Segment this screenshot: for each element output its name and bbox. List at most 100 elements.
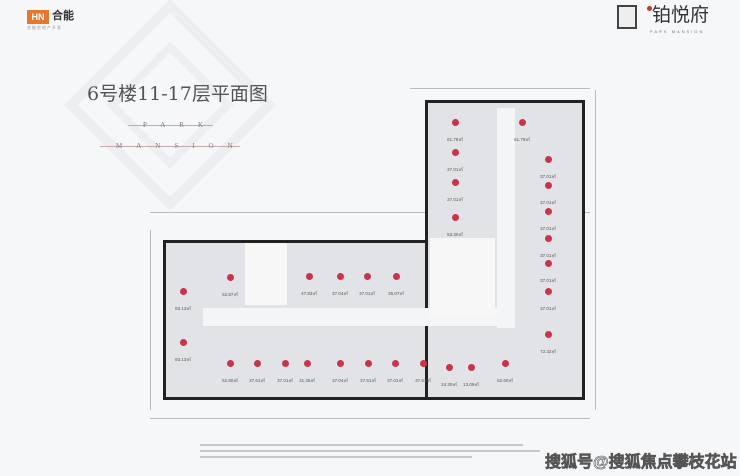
unit-marker-icon	[419, 360, 427, 367]
unit-label: 37.01㎡	[275, 360, 295, 387]
logo-subtitle: 合能房地产开发	[27, 25, 62, 30]
unit-label: 24.30㎡	[439, 364, 459, 391]
unit-area: 37.01㎡	[447, 197, 463, 202]
unit-area: 37.61㎡	[360, 378, 376, 383]
logo-text: 合能	[52, 10, 74, 22]
unit-marker-icon	[467, 364, 475, 371]
unit-area: 37.01㎡	[540, 253, 556, 258]
park-text: PARK	[143, 121, 218, 129]
unit-marker-icon	[392, 273, 400, 280]
unit-label: 52.80㎡	[220, 360, 240, 387]
unit-area: 37.01㎡	[540, 226, 556, 231]
unit-area: 61.78㎡	[514, 137, 530, 142]
unit-label: 37.01㎡	[445, 149, 465, 176]
unit-label: 37.01㎡	[538, 288, 558, 315]
unit-marker-icon	[363, 273, 371, 280]
unit-area: 52.80㎡	[222, 378, 238, 383]
dimension-line	[150, 230, 151, 410]
unit-marker-icon	[451, 149, 459, 156]
unit-label: 37.04㎡	[330, 273, 350, 300]
watermark-text: 搜狐号@搜狐焦点攀枝花站	[545, 454, 737, 472]
unit-marker-icon	[364, 360, 372, 367]
unit-area: 47.83㎡	[301, 291, 317, 296]
unit-marker-icon	[518, 119, 526, 126]
unit-label: 37.04㎡	[330, 360, 350, 387]
brand-subtitle: PARK MANSION	[650, 29, 705, 34]
unit-marker-icon	[179, 339, 187, 346]
unit-marker-icon	[451, 214, 459, 221]
unit-marker-icon	[544, 288, 552, 295]
corridor	[497, 108, 515, 328]
unit-area: 53.30㎡	[447, 232, 463, 237]
unit-area: 37.04㎡	[332, 378, 348, 383]
unit-label: 37.01㎡	[445, 179, 465, 206]
dimension-line	[595, 90, 596, 410]
unit-marker-icon	[445, 364, 453, 371]
unit-marker-icon	[544, 156, 552, 163]
unit-area: 37.01㎡	[387, 378, 403, 383]
unit-label: 37.01㎡	[538, 156, 558, 183]
unit-marker-icon	[391, 360, 399, 367]
unit-marker-icon	[253, 360, 261, 367]
unit-area: 37.01㎡	[447, 167, 463, 172]
unit-marker-icon	[501, 360, 509, 367]
unit-area: 52.87㎡	[222, 292, 238, 297]
note-line	[200, 456, 472, 458]
unit-marker-icon	[451, 179, 459, 186]
note-line	[200, 450, 540, 452]
divider	[100, 146, 240, 147]
unit-area: 24.30㎡	[441, 382, 457, 387]
unit-label: 37.61㎡	[358, 360, 378, 387]
unit-label: 37.01㎡	[538, 260, 558, 287]
unit-marker-icon	[544, 182, 552, 189]
unit-label: 53.30㎡	[445, 214, 465, 241]
unit-area: 31.35㎡	[299, 378, 315, 383]
unit-label: 52.60㎡	[495, 360, 515, 387]
core	[430, 238, 495, 318]
unit-label: 36.07㎡	[386, 273, 406, 300]
unit-label: 37.01㎡	[538, 208, 558, 235]
unit-marker-icon	[226, 274, 234, 281]
unit-marker-icon	[281, 360, 289, 367]
unit-marker-icon	[451, 119, 459, 126]
unit-label: 52.87㎡	[220, 274, 240, 301]
unit-label: 31.35㎡	[297, 360, 317, 387]
unit-marker-icon	[226, 360, 234, 367]
corridor	[203, 308, 503, 326]
unit-area: 37.61㎡	[249, 378, 265, 383]
unit-area: 83.13㎡	[175, 306, 191, 311]
unit-marker-icon	[336, 360, 344, 367]
brand-dot	[647, 6, 652, 11]
unit-area: 37.01㎡	[540, 306, 556, 311]
note-line	[200, 444, 523, 446]
unit-area: 37.01㎡	[277, 378, 293, 383]
stair-core	[245, 243, 287, 305]
unit-label: 47.83㎡	[299, 273, 319, 300]
unit-label: 72.32㎡	[538, 331, 558, 358]
unit-area: 37.01㎡	[540, 278, 556, 283]
unit-label: 61.78㎡	[512, 119, 532, 146]
unit-area: 72.32㎡	[540, 349, 556, 354]
mansion-text: MANSION	[116, 142, 247, 150]
unit-label: 37.61㎡	[247, 360, 267, 387]
unit-area: 37.04㎡	[332, 291, 348, 296]
dimension-line	[410, 88, 590, 89]
unit-label: 83.13㎡	[173, 288, 193, 315]
unit-area: 61.78㎡	[447, 137, 463, 142]
unit-area: 36.07㎡	[388, 291, 404, 296]
unit-area: 83.13㎡	[175, 357, 191, 362]
unit-label: 61.78㎡	[445, 119, 465, 146]
unit-marker-icon	[544, 235, 552, 242]
unit-label: 83.13㎡	[173, 339, 193, 366]
unit-area: 13.09㎡	[463, 382, 479, 387]
unit-label: 13.09㎡	[461, 364, 481, 391]
dimension-line	[150, 418, 590, 419]
unit-area: 37.01㎡	[540, 200, 556, 205]
unit-marker-icon	[544, 260, 552, 267]
unit-marker-icon	[303, 360, 311, 367]
unit-marker-icon	[544, 208, 552, 215]
dimension-line	[150, 212, 590, 213]
unit-area: 52.60㎡	[497, 378, 513, 383]
notes	[200, 440, 540, 462]
unit-label: 37.01㎡	[357, 273, 377, 300]
